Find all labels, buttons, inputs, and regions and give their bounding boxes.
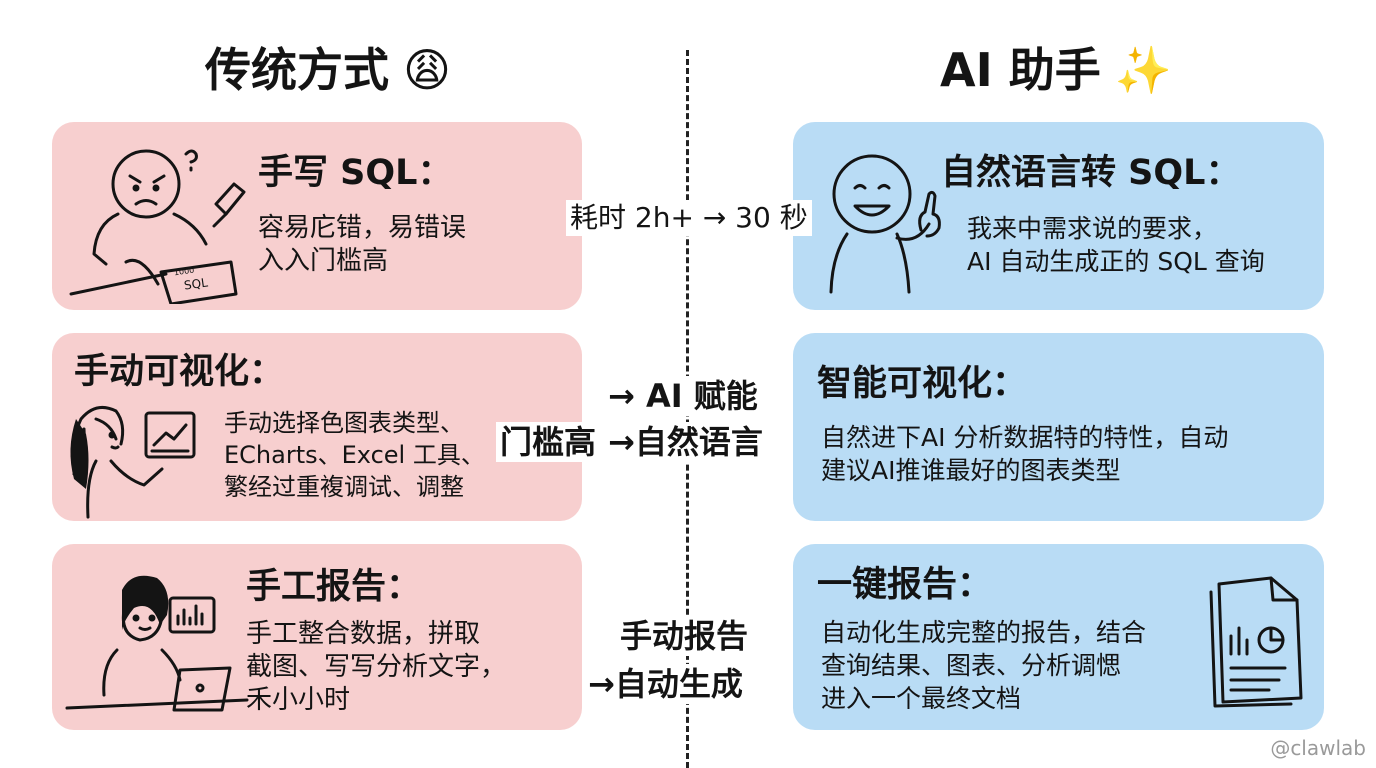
card-manual-visualization: 手动可视化： 手动选择色图表类型、 ECharts、Excel 工具、 繁经过重…	[52, 333, 582, 521]
card-description: 手动选择色图表类型、 ECharts、Excel 工具、 繁经过重複调试、调整	[224, 407, 485, 503]
card-smart-visualization: 智能可视化： 自然进下AI 分析数据特的特性，自动 建议AI推谁最好的图表类型	[793, 333, 1324, 521]
right-heading-text: AI 助手	[940, 43, 1101, 97]
card-line: AI 自动生成正的 SQL 查询	[967, 247, 1265, 276]
card-line: 进入一个最终文档	[821, 684, 1022, 713]
card-line: ECharts、Excel 工具、	[224, 441, 485, 469]
sparkles-icon: ✨	[1114, 43, 1173, 97]
card-description: 容易庀错，易错误 入入门槛高	[258, 212, 466, 278]
card-title: 手写 SQL：	[258, 153, 453, 193]
card-description: 我来中需求说的要求， AI 自动生成正的 SQL 查询	[967, 212, 1265, 278]
woman-pointing-at-chart-icon	[70, 405, 196, 519]
natural-language-label: →自然语言	[604, 422, 767, 462]
card-title: 自然语言转 SQL：	[941, 153, 1241, 193]
card-title: 手动可视化：	[74, 352, 285, 392]
card-handwritten-sql: SQL 1000 手写 SQL： 容易庀错，易错误 入入门槛高	[52, 122, 582, 310]
card-line: 手动选择色图表类型、	[224, 409, 464, 437]
watermark: @clawlab	[1270, 736, 1366, 760]
card-line: 建议AI推谁最好的图表类型	[821, 456, 1121, 485]
card-natural-language-sql: 自然语言转 SQL： 我来中需求说的要求， AI 自动生成正的 SQL 查询	[793, 122, 1324, 310]
card-manual-report: 手工报告： 手工整合数据，拼取 截图、写写分析文字， 禾小小时	[52, 544, 582, 730]
weary-face-icon: 😩	[403, 43, 451, 97]
card-title: 一键报告：	[817, 565, 993, 605]
card-line: 查询结果、图表、分析调愢	[821, 651, 1122, 680]
paper-number-label: 1000	[173, 266, 194, 278]
high-barrier-label: 门槛高	[496, 422, 601, 462]
card-line: 自动化生成完整的报告，结合	[821, 618, 1147, 647]
paper-sql-label: SQL	[183, 275, 209, 292]
happy-person-pointing-icon	[829, 154, 941, 294]
person-at-laptop-icon	[65, 575, 249, 712]
left-column-heading: 传统方式 😩	[205, 38, 451, 102]
card-description: 手工整合数据，拼取 截图、写写分析文字， 禾小小时	[246, 618, 506, 717]
card-line: 我来中需求说的要求，	[967, 214, 1218, 243]
card-one-click-report: 一键报告： 自动化生成完整的报告，结合 查询结果、图表、分析调愢 进入一个最终文…	[793, 544, 1324, 730]
right-column-heading: AI 助手 ✨	[940, 38, 1172, 102]
auto-generate-label: →自动生成	[584, 664, 747, 704]
card-line: 禾小小时	[246, 685, 351, 715]
card-description: 自动化生成完整的报告，结合 查询结果、图表、分析调愢 进入一个最终文档	[821, 616, 1146, 715]
card-title: 手工报告：	[246, 567, 422, 607]
frustrated-person-writing-icon: SQL 1000	[69, 149, 246, 304]
report-document-icon	[1209, 576, 1303, 708]
ai-empowered-label: → AI 赋能	[604, 376, 762, 416]
card-title: 智能可视化：	[817, 364, 1028, 404]
card-description: 自然进下AI 分析数据特的特性，自动 建议AI推谁最好的图表类型	[821, 421, 1228, 487]
card-line: 容易庀错，易错误	[258, 213, 467, 243]
card-line: 截图、写写分析文字，	[246, 652, 507, 682]
card-line: 手工整合数据，拼取	[246, 619, 481, 649]
card-line: 自然进下AI 分析数据特的特性，自动	[821, 423, 1229, 452]
card-line: 繁经过重複调试、调整	[224, 473, 464, 501]
time-comparison-label: 耗时 2h+ → 30 秒	[566, 200, 812, 236]
card-line: 入入门槛高	[258, 246, 389, 276]
left-heading-text: 传统方式	[205, 43, 389, 97]
manual-report-label: 手动报告	[616, 616, 753, 656]
